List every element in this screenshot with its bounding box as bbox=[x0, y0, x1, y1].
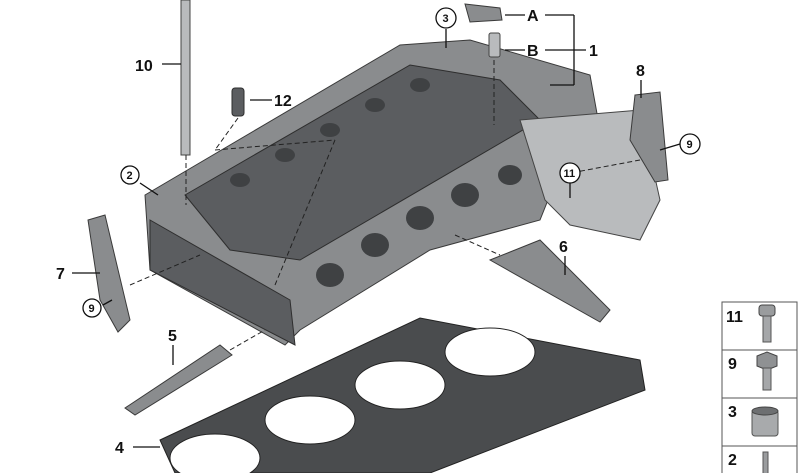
callout-9a: 9 bbox=[89, 303, 95, 315]
injector-right bbox=[488, 239, 611, 323]
legend-row-9: 9 bbox=[728, 351, 778, 391]
callout-B: B bbox=[527, 43, 539, 60]
legend-row-3: 3 bbox=[728, 404, 779, 437]
callout-1: 1 bbox=[589, 43, 598, 60]
callout-8: 8 bbox=[636, 63, 645, 80]
cylinder-head-gasket bbox=[159, 317, 646, 473]
injector-left bbox=[124, 344, 233, 416]
callout-circle-3 bbox=[435, 7, 457, 29]
callout-7: 7 bbox=[56, 266, 65, 283]
callout-5: 5 bbox=[168, 328, 177, 345]
rocker-arm bbox=[464, 3, 503, 23]
legend-row-2: 2 bbox=[728, 451, 769, 473]
callout-3: 3 bbox=[443, 13, 449, 25]
callout-A: A bbox=[527, 8, 539, 25]
callout-10: 10 bbox=[135, 58, 153, 75]
callout-circle-9b bbox=[679, 133, 701, 155]
callout-6: 6 bbox=[559, 239, 568, 256]
callout-circle-2 bbox=[120, 165, 140, 185]
bracket-right bbox=[629, 91, 669, 183]
hex-bolt-icon bbox=[756, 351, 778, 391]
head-bolt bbox=[180, 0, 191, 156]
callout-2: 2 bbox=[127, 170, 133, 182]
stud-icon bbox=[762, 451, 769, 473]
legend-number: 2 bbox=[728, 452, 737, 469]
callout-11: 11 bbox=[564, 168, 576, 180]
sensor bbox=[231, 87, 245, 117]
hydraulic-lifter bbox=[488, 32, 501, 58]
callout-9b: 9 bbox=[687, 139, 693, 151]
parts-legend: 11 9 3 2 bbox=[721, 301, 798, 473]
callout-12: 12 bbox=[274, 93, 292, 110]
callout-4: 4 bbox=[115, 440, 124, 457]
legend-row-11: 11 bbox=[726, 304, 776, 343]
bracket-left bbox=[87, 214, 131, 333]
legend-number: 9 bbox=[728, 356, 737, 373]
callout-circle-11 bbox=[559, 162, 581, 184]
callout-leaders bbox=[72, 14, 681, 448]
callout-circle-9a bbox=[82, 298, 102, 318]
legend-number: 11 bbox=[726, 309, 743, 326]
cylinder-head bbox=[144, 39, 661, 346]
legend-number: 3 bbox=[728, 404, 737, 421]
flange-bolt-icon bbox=[758, 304, 776, 343]
dowel-sleeve-icon bbox=[751, 406, 779, 437]
